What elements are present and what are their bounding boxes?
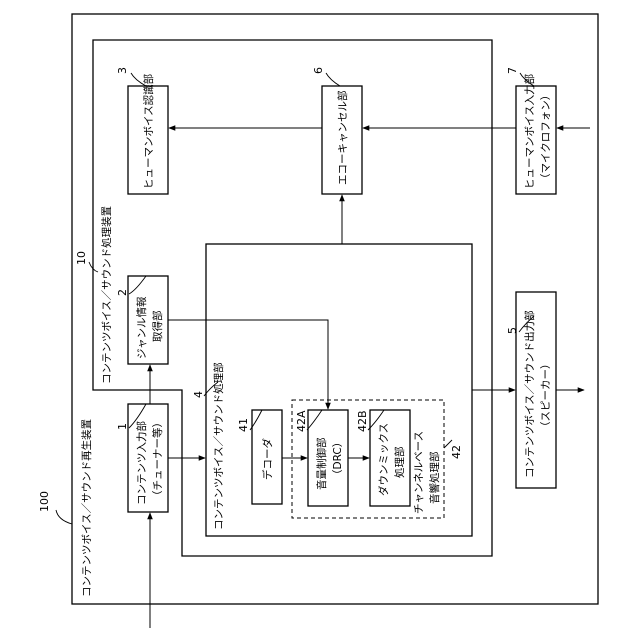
block-4-label: コンテンツボイス／サウンド処理部 (212, 362, 225, 530)
block-42A-leader (307, 410, 322, 430)
block-7-line2: （マイクロフォン） (540, 90, 552, 184)
block-42-line1: チャンネルベース (413, 431, 425, 514)
block-6-ref: 6 (312, 67, 325, 74)
block-42-ref: 42 (450, 445, 463, 459)
block-3-ref: 3 (116, 67, 129, 74)
block-42B-line1: ダウンミックス (377, 423, 390, 496)
block-2-line2: 取得部 (151, 311, 164, 343)
block-6-leader (326, 73, 340, 86)
block-1-ref: 1 (116, 423, 129, 430)
block-2-line1: ジャンル情報 (135, 296, 148, 359)
block-41-ref: 41 (237, 418, 250, 432)
block-5-line1: コンテンツボイス／サウンド出力部 (523, 310, 536, 478)
device-10-label: コンテンツボイス／サウンド処理装置 (100, 206, 113, 384)
device-100-leader (56, 510, 72, 524)
block-5-line2: （スピーカー） (540, 359, 552, 433)
block-41-label: デコーダ (261, 438, 274, 480)
block-42-line2: 音響処理部 (428, 452, 441, 505)
device-100-ref: 100 (38, 491, 51, 512)
device-100-label: コンテンツボイス／サウンド再生装置 (80, 419, 93, 597)
block-42A-line2: （DRC） (332, 437, 344, 480)
block-42B-ref: 42B (356, 410, 369, 432)
block-2-leader (129, 276, 146, 294)
block-42A-ref: 42A (295, 410, 308, 432)
block-1-line2: （チューナー等） (151, 417, 164, 501)
block-42A-line1: 音量制御部 (315, 438, 328, 491)
device-10-ref: 10 (75, 251, 88, 265)
block-7-line1: ヒューマンボイス入力部 (523, 74, 536, 189)
block-1-line1: コンテンツ入力部 (135, 421, 148, 505)
block-42B-line2: 処理部 (393, 447, 406, 479)
block-7-ref: 7 (506, 67, 519, 74)
block-5-ref: 5 (506, 327, 519, 334)
block-6-label: エコーキャンセル部 (336, 91, 349, 186)
block-2-ref: 2 (116, 289, 129, 296)
block-3-label: ヒューマンボイス認識部 (142, 74, 155, 189)
block-4-ref: 4 (192, 391, 205, 398)
